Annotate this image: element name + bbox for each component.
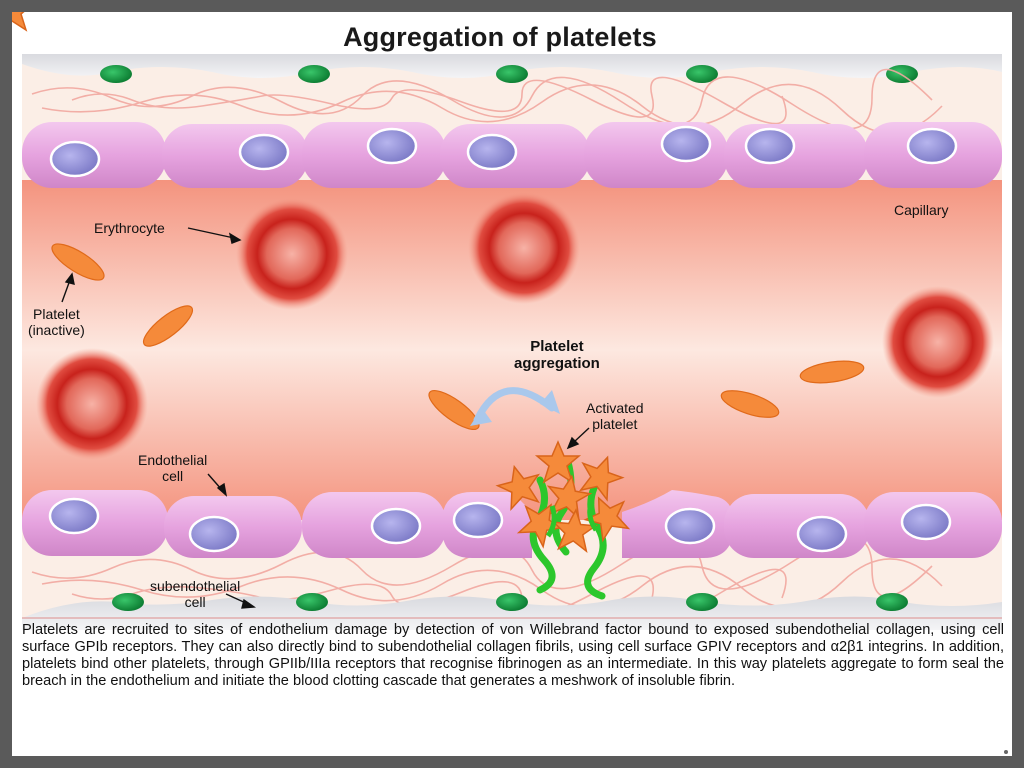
endothelial-nucleus (452, 501, 504, 539)
subendothelial-nucleus (876, 593, 908, 611)
label-endothelial-cell: Endothelial cell (138, 452, 207, 484)
subendothelial-nucleus (496, 593, 528, 611)
label-activated-platelet: Activated platelet (586, 400, 644, 432)
endothelial-nucleus (48, 497, 100, 535)
subendothelial-nucleus (886, 65, 918, 83)
platelet-inactive (142, 305, 194, 347)
endothelial-nucleus (49, 140, 101, 178)
endothelial-nucleus (664, 507, 716, 545)
label-activated-platelet-line2: platelet (592, 416, 638, 432)
endothelial-nucleus (238, 133, 290, 171)
label-endothelial-cell-line2: cell (162, 468, 184, 484)
subendothelial-layer-top (22, 54, 1002, 83)
endothelial-nucleus (370, 507, 422, 545)
label-pointers (61, 227, 590, 609)
subendothelial-layer-bottom (22, 593, 1002, 630)
endothelial-nucleus (366, 127, 418, 165)
subendothelial-nucleus (686, 65, 718, 83)
endothelial-layer-top (22, 122, 1002, 188)
collagen-fibrils-top (31, 68, 943, 134)
endothelial-nucleus (744, 127, 796, 165)
label-platelet-inactive: Platelet (inactive) (28, 306, 85, 338)
label-platelet-aggregation-line1: Platelet (530, 338, 584, 355)
endothelial-nucleus (660, 125, 712, 163)
erythrocytes (36, 192, 994, 460)
endothelial-cell (584, 122, 728, 188)
label-activated-platelet-line1: Activated (586, 400, 644, 416)
subendothelial-nucleus (496, 65, 528, 83)
capillary-diagram (12, 12, 1002, 630)
inactive-platelets (51, 243, 865, 431)
endothelial-nucleus (188, 515, 240, 553)
label-subendothelial-cell-line2: cell (184, 594, 206, 610)
erythrocyte (236, 198, 348, 310)
subendothelial-nucleus (100, 65, 132, 83)
label-platelet-inactive-line1: Platelet (33, 306, 80, 322)
label-platelet-inactive-line2: (inactive) (28, 322, 85, 338)
label-platelet-aggregation-line2: aggregation (514, 355, 600, 372)
aggregation-arrow (470, 387, 560, 426)
endothelial-cell (724, 494, 870, 558)
corner-dot (1004, 750, 1008, 754)
platelet-inactive (428, 389, 480, 431)
label-subendothelial-cell-line1: subendothelial (150, 578, 241, 594)
subendothelial-nucleus (296, 593, 328, 611)
fibrin-strands-overlay (545, 501, 599, 538)
platelet-inactive (799, 360, 865, 384)
endothelial-nucleus (466, 133, 518, 171)
endothelial-nucleus (906, 127, 958, 165)
subendothelial-nucleus (112, 593, 144, 611)
diagram-title: Aggregation of platelets (343, 22, 657, 52)
label-endothelial-cell-line1: Endothelial (138, 452, 208, 468)
endothelial-nucleus (900, 503, 952, 541)
label-subendothelial-cell: subendothelial cell (150, 578, 240, 610)
platelet-inactive (51, 243, 105, 281)
erythrocyte (882, 286, 994, 398)
label-platelet-aggregation: Platelet aggregation (514, 338, 600, 372)
erythrocyte (36, 348, 148, 460)
subendothelial-nucleus (686, 593, 718, 611)
label-capillary: Capillary (894, 202, 949, 218)
endothelial-cell (724, 124, 868, 188)
platelet-inactive (720, 390, 780, 418)
diagram-caption: Platelets are recruited to sites of endo… (22, 622, 1004, 689)
endothelial-nucleus (796, 515, 848, 553)
erythrocyte (468, 192, 580, 304)
activated-platelets (12, 12, 636, 553)
subendothelial-nucleus (298, 65, 330, 83)
label-erythrocyte: Erythrocyte (94, 220, 165, 236)
endothelial-layer-bottom (22, 490, 1002, 558)
